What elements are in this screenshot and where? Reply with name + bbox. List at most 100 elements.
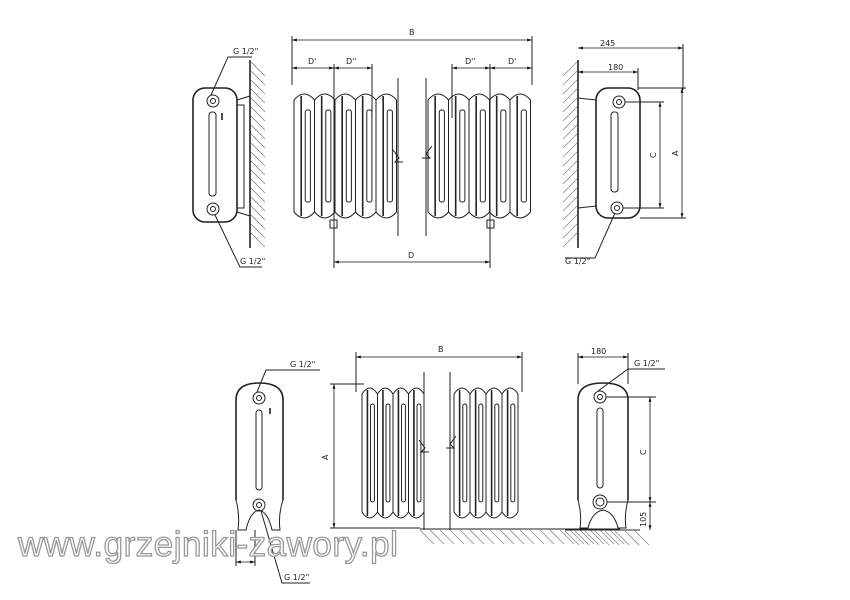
section-slot xyxy=(416,403,422,503)
hatch-line xyxy=(562,97,578,113)
hatch-line xyxy=(564,530,580,546)
connection-label: G 1/2" xyxy=(290,360,315,369)
hatch-line xyxy=(562,79,578,95)
hatch-line xyxy=(634,530,650,546)
section-slot xyxy=(385,403,391,503)
section-slot xyxy=(325,109,332,203)
hatch-line xyxy=(419,529,435,545)
hatch-line xyxy=(604,530,620,546)
section-slot xyxy=(459,109,466,203)
radiator-section xyxy=(314,93,336,219)
pitch-label: D' xyxy=(508,57,516,66)
hatch-line xyxy=(562,151,578,167)
hatch-line xyxy=(469,529,485,545)
hatch-line xyxy=(509,529,525,545)
hatch-line xyxy=(599,529,615,545)
hatch-line xyxy=(479,529,495,545)
hatch-line xyxy=(614,530,630,546)
floor-hatch xyxy=(564,529,650,546)
hatch-line xyxy=(449,529,465,545)
section-slot xyxy=(494,403,500,503)
radiator-section xyxy=(293,93,315,219)
connection-spacing-label: D xyxy=(408,251,414,260)
radiator-sections-right xyxy=(427,93,531,219)
radiator-section xyxy=(334,93,356,219)
radiator-section xyxy=(355,93,377,219)
hatch-line xyxy=(594,530,610,546)
hatch-line xyxy=(250,151,266,167)
hatch-line xyxy=(562,160,578,176)
hatch-line xyxy=(562,70,578,86)
depth-label: 180 xyxy=(591,347,606,356)
connection-label: G 1/2" xyxy=(565,257,590,266)
hatch-line xyxy=(250,133,266,149)
section-slot xyxy=(370,403,375,503)
hatch-line xyxy=(549,529,565,545)
hatch-line xyxy=(459,529,475,545)
radiator-section xyxy=(375,93,397,219)
hatch-line xyxy=(519,529,535,545)
c-label: C xyxy=(639,449,648,455)
hatch-line xyxy=(562,214,578,230)
radiator-section xyxy=(427,93,449,219)
hatch-line xyxy=(250,160,266,176)
a-label: A xyxy=(321,454,330,460)
radiator-sections-left xyxy=(361,387,425,519)
hatch-line xyxy=(562,106,578,122)
hatch-line xyxy=(250,97,266,113)
hatch-line xyxy=(489,529,505,545)
top-right-side-view: G 1/2" 245 180 C A xyxy=(562,39,686,266)
radiator-sections-right xyxy=(453,387,519,519)
connection-label: G 1/2" xyxy=(284,573,309,582)
c-label: C xyxy=(649,152,658,158)
hatch-line xyxy=(250,61,266,77)
hatch-line xyxy=(250,178,266,194)
hatch-line xyxy=(250,106,266,122)
hatch-line xyxy=(499,529,515,545)
section-slot xyxy=(401,403,406,503)
hatch-line xyxy=(439,529,455,545)
radiator-section xyxy=(453,387,471,519)
pitch-label: D'' xyxy=(346,57,357,66)
section-slot xyxy=(479,109,486,203)
section-slot xyxy=(304,109,311,203)
pitch-label: D'' xyxy=(465,57,476,66)
section-slot xyxy=(345,109,352,203)
hatch-line xyxy=(624,530,640,546)
width-label: B xyxy=(409,28,415,37)
bottom-right-side-view: 180 G 1/2" C 105 xyxy=(564,347,665,546)
wall-hatch xyxy=(250,61,266,248)
hatch-line xyxy=(529,529,545,545)
bottom-front-view: A B xyxy=(321,345,625,545)
top-left-side-view: G 1/2" G 1/2" xyxy=(192,47,266,268)
radiator-section xyxy=(468,93,490,219)
hatch-line xyxy=(250,169,266,185)
hatch-line xyxy=(562,196,578,212)
hatch-line xyxy=(562,223,578,239)
depth-body-label: 180 xyxy=(608,63,623,72)
hatch-line xyxy=(562,133,578,149)
radiator-section xyxy=(509,93,531,219)
hatch-line xyxy=(562,115,578,131)
a-label: A xyxy=(671,150,680,156)
hatch-line xyxy=(562,142,578,158)
hatch-line xyxy=(562,232,578,248)
hatch-line xyxy=(250,214,266,230)
hatch-line xyxy=(250,205,266,221)
hatch-line xyxy=(574,530,590,546)
watermark: www.grzejniki-zawory.pl xyxy=(17,525,398,564)
hatch-line xyxy=(569,529,585,545)
hatch-line xyxy=(579,529,595,545)
hatch-line xyxy=(562,169,578,185)
connection-label: G 1/2" xyxy=(240,257,265,266)
hatch-line xyxy=(562,178,578,194)
hatch-line xyxy=(584,530,600,546)
section-slot xyxy=(500,109,507,203)
floor-offset-label: 105 xyxy=(639,512,648,527)
radiator-section xyxy=(469,387,487,519)
hatch-line xyxy=(589,529,605,545)
wall-hatch xyxy=(562,61,578,248)
hatch-line xyxy=(562,61,578,77)
radiator-section xyxy=(377,387,394,519)
